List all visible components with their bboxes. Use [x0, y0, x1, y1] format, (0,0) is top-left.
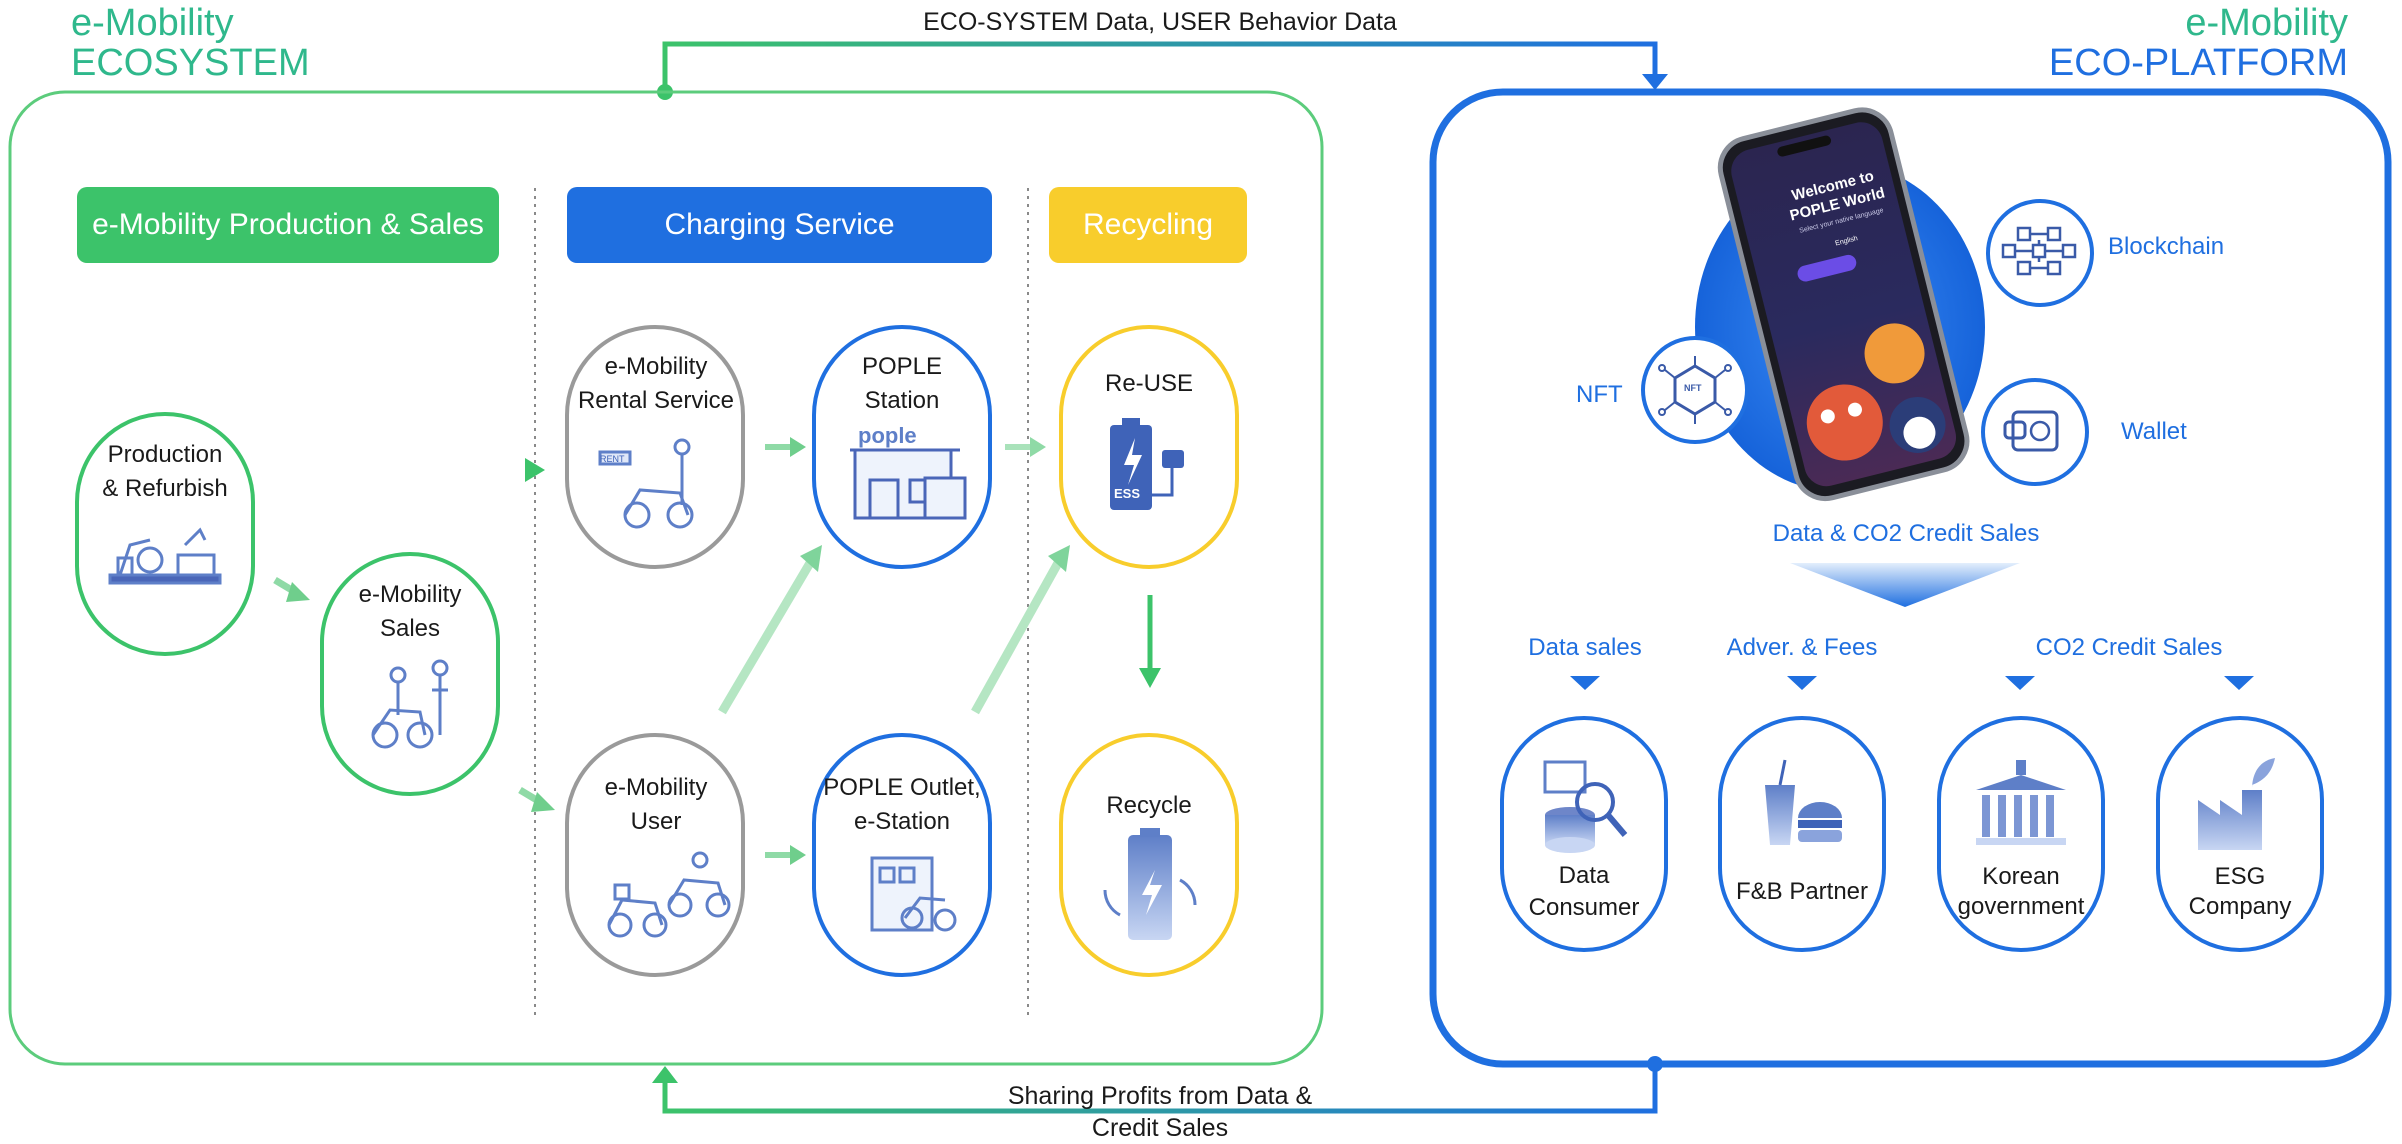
production-label-line1: Production — [107, 441, 223, 468]
rental-label-line1: e-Mobility — [604, 353, 708, 380]
wallet-icon-circle — [1981, 378, 2089, 486]
recycle-label: Recycle — [1106, 792, 1192, 819]
top-flow-label: ECO-SYSTEM Data, USER Behavior Data — [923, 8, 1397, 36]
data-analytics-icon — [1543, 760, 1628, 853]
pople-sign-text: pople — [858, 423, 917, 448]
revenue-adver-fees: Adver. & Fees — [1726, 634, 1878, 661]
ecosystem-title-line1: e-Mobility — [71, 2, 234, 44]
fb-partner-label: F&B Partner — [1735, 878, 1869, 905]
sales-node-shape — [320, 552, 500, 796]
rental-label-line2: Rental Service — [577, 387, 735, 414]
user-label-line2: User — [630, 808, 682, 835]
user-label-line1: e-Mobility — [604, 774, 708, 801]
outlet-label-line2: e-Station — [853, 808, 951, 835]
revenue-co2-credit-sales: CO2 Credit Sales — [2035, 634, 2223, 661]
production-label-line2: & Refurbish — [102, 475, 228, 502]
pople-station-icon — [850, 448, 967, 520]
data-consumer-label-line1: Data — [1558, 862, 1610, 889]
section-production-sales: e-Mobility Production & Sales — [77, 187, 499, 263]
ecosystem-box — [8, 90, 1324, 1066]
nft-icon-circle — [1641, 336, 1749, 444]
revenue-data-sales: Data sales — [1528, 634, 1642, 661]
nft-badge-text: NFT — [1684, 383, 1702, 393]
ess-battery-icon — [1110, 418, 1184, 510]
production-node-shape — [75, 412, 255, 656]
platform-title-line2: ECO-PLATFORM — [2048, 42, 2348, 84]
factory-robot-icon — [108, 527, 222, 585]
delivery-scooter-icon — [607, 851, 731, 938]
couple-scooter-icon — [371, 659, 449, 749]
ess-text: ESS — [1114, 486, 1141, 501]
sales-caption: Data & CO2 Credit Sales — [1772, 520, 2040, 547]
platform-box — [1429, 88, 2392, 1068]
funnel-shape — [1790, 563, 2020, 607]
flow-arrows — [273, 437, 1161, 865]
korean-government-label-line1: Korean — [1982, 863, 2060, 890]
rental-node-shape — [565, 325, 745, 569]
sales-label-line1: e-Mobility — [358, 581, 462, 608]
blockchain-icon-circle — [1986, 199, 2094, 307]
battery-recycle-icon — [1103, 828, 1197, 940]
esg-company-label-line2: Company — [2188, 893, 2292, 920]
section-recycling: Recycling — [1049, 187, 1247, 263]
sales-label-line2: Sales — [379, 615, 441, 642]
nft-label: NFT — [1576, 381, 1623, 408]
user-node-shape — [565, 733, 745, 977]
government-building-icon — [1976, 760, 2066, 845]
outlet-charger-icon — [870, 856, 957, 932]
bottom-flow-label-line1: Sharing Profits from Data & — [1007, 1082, 1313, 1110]
station-label-line2: Station — [864, 387, 940, 414]
data-consumer-label-line2: Consumer — [1528, 894, 1640, 921]
korean-government-label-line2: government — [1957, 893, 2085, 920]
section-charging-service: Charging Service — [567, 187, 992, 263]
ecosystem-title-line2: ECOSYSTEM — [71, 42, 310, 84]
station-label-line1: POPLE — [861, 353, 943, 380]
outlet-node-shape — [812, 733, 992, 977]
blockchain-label: Blockchain — [2108, 233, 2225, 260]
outlet-label-line1: POPLE Outlet, — [823, 774, 981, 801]
reuse-label: Re-USE — [1104, 370, 1194, 397]
esg-company-label-line1: ESG — [2214, 863, 2266, 890]
eco-factory-icon — [2198, 758, 2275, 850]
bottom-flow-line — [652, 1056, 1663, 1114]
platform-hero-graphic — [1641, 107, 2094, 502]
wallet-label: Wallet — [2121, 418, 2187, 445]
revenue-pointers — [1570, 676, 2254, 690]
bottom-flow-label-line2: Credit Sales — [1091, 1114, 1229, 1142]
rental-scooter-icon — [598, 438, 694, 529]
fast-food-icon — [1765, 759, 1842, 845]
platform-title-line1: e-Mobility — [2185, 2, 2348, 44]
rent-tag-text: RENT — [600, 454, 625, 464]
